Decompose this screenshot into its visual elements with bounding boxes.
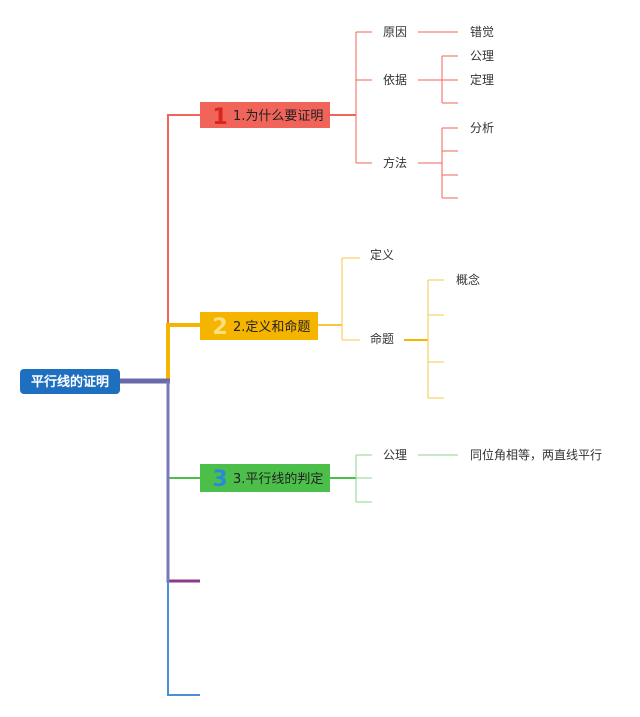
subtopic-reason[interactable]: 原因 <box>383 25 407 39</box>
leaf-analysis[interactable]: 分析 <box>470 121 494 135</box>
root-label: 平行线的证明 <box>31 374 109 390</box>
subtopic-definition[interactable]: 定义 <box>370 247 394 262</box>
topic-label-1: 1.为什么要证明 <box>233 109 323 124</box>
topic-parallel-criteria[interactable]: 3 3.平行线的判定 <box>200 464 330 492</box>
topic-number-2: 2 <box>212 315 227 340</box>
topic-label-2: 2.定义和命题 <box>233 319 310 335</box>
subtopic-method[interactable]: 方法 <box>383 155 407 170</box>
leaf-axiom[interactable]: 公理 <box>470 49 494 63</box>
topic-number-1: 1 <box>212 105 227 130</box>
subtopic-basis[interactable]: 依据 <box>383 72 407 87</box>
root-node[interactable]: 平行线的证明 <box>20 369 120 394</box>
leaf-illusion[interactable]: 错觉 <box>470 25 494 39</box>
connector-root-branch3 <box>167 381 200 479</box>
connector-root-branch4 <box>166 381 200 583</box>
subtopic-axiom[interactable]: 公理 <box>383 448 407 462</box>
topic-definition-proposition[interactable]: 2 2.定义和命题 <box>200 312 318 340</box>
leaf-corresponding-angles[interactable]: 同位角相等，两直线平行 <box>470 447 602 462</box>
connector-root-branch5 <box>167 381 200 696</box>
connector-root-branch1 <box>120 114 200 382</box>
leaf-concept[interactable]: 概念 <box>456 272 480 287</box>
branch-3: 3 3.平行线的判定 公理 同位角相等，两直线平行 <box>200 447 602 503</box>
connector-root-branch2 <box>166 323 200 381</box>
leaf-theorem[interactable]: 定理 <box>470 72 494 87</box>
branch-2: 2 2.定义和命题 定义 命题 概念 <box>200 247 480 399</box>
topic-why-prove[interactable]: 1 1.为什么要证明 <box>200 102 330 130</box>
branch-1: 1 1.为什么要证明 原因 依据 方法 错觉 公理 定理 分析 <box>200 25 494 199</box>
subtopic-proposition[interactable]: 命题 <box>370 331 394 346</box>
topic-label-3: 3.平行线的判定 <box>233 471 323 487</box>
topic-number-3: 3 <box>212 467 227 492</box>
